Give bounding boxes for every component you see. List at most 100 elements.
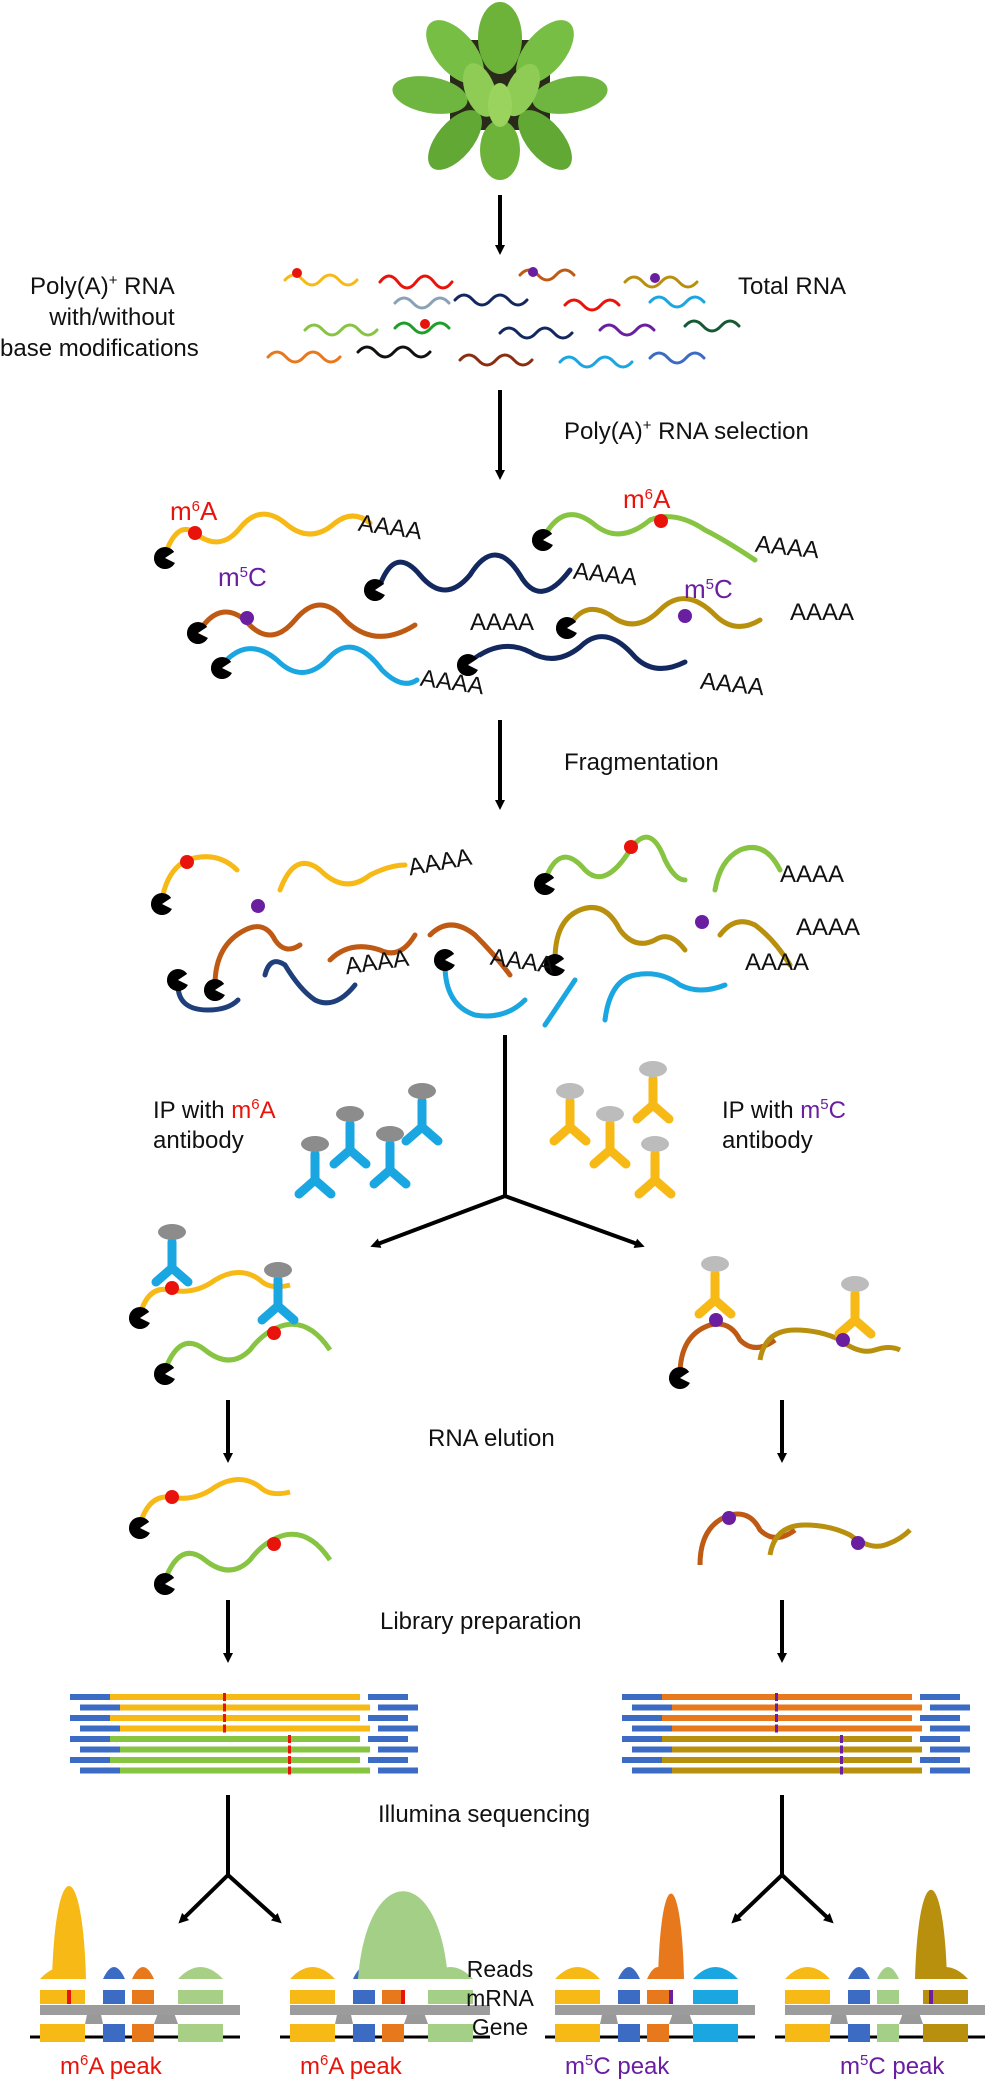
modification-mark [929, 1990, 933, 2004]
modification-mark [401, 1990, 405, 2004]
m6a-label-2: m6A [623, 484, 671, 514]
read-modification-mark [840, 1756, 843, 1764]
rna-fragments [159, 834, 793, 1028]
read-insert [120, 1704, 370, 1711]
gene-exon [848, 2024, 870, 2042]
mrna-exon [40, 1990, 85, 2004]
base-modifications-label: base modifications [0, 335, 199, 362]
mrna-exon [428, 1990, 473, 2004]
read-coverage [178, 1967, 223, 1979]
mrna-exon [290, 1990, 335, 2004]
eluted-m6a [129, 1477, 333, 1595]
polya-rna-label: Poly(A)+ RNA [30, 272, 175, 300]
read-insert [110, 1694, 360, 1700]
gene-exon [923, 2024, 968, 2042]
read-coverage [290, 1967, 335, 1979]
ip-m5c-antibody-label: antibody [722, 1127, 813, 1154]
m5c-antibodies [554, 1061, 671, 1194]
read-insert [110, 1715, 360, 1721]
mrna-exon [132, 1990, 154, 2004]
read-adapter [378, 1725, 418, 1732]
read-modification-mark [840, 1766, 843, 1775]
read-modification-mark [775, 1703, 778, 1712]
gene-exon [290, 2024, 335, 2042]
read-coverage [785, 1967, 830, 1979]
read-insert [662, 1694, 912, 1700]
m5c-mark-fragment [251, 899, 265, 913]
gene-exon [877, 2024, 899, 2042]
read-insert [672, 1704, 922, 1711]
read-adapter [920, 1694, 960, 1700]
read-adapter [622, 1736, 662, 1742]
read-adapter [70, 1757, 110, 1763]
read-adapter [378, 1746, 418, 1753]
read-adapter [930, 1767, 970, 1774]
read-modification-mark [288, 1735, 291, 1743]
ip-captured-m6a [129, 1224, 333, 1385]
read-adapter [632, 1746, 672, 1753]
m6a-mark-fragment-2 [624, 840, 638, 854]
read-adapter [930, 1704, 970, 1711]
m6a-mark-fragment [180, 855, 194, 869]
peak-panel-2 [280, 1891, 490, 2042]
read-modification-mark [775, 1724, 778, 1733]
m5c-mark-fragment-2 [695, 915, 709, 929]
read-modification-mark [223, 1714, 226, 1722]
gene-exon [785, 2024, 830, 2042]
mrna-band [785, 1979, 985, 1987]
read-insert [120, 1725, 370, 1732]
ip-m5c-label: IP with m5C [722, 1096, 846, 1124]
sequencing-split-left [178, 1795, 282, 1924]
enrichment-peak [915, 1889, 947, 1979]
read-modification-mark [223, 1724, 226, 1733]
gene-exon [353, 2024, 375, 2042]
read-adapter [632, 1767, 672, 1774]
read-insert [662, 1736, 912, 1742]
mrna-exon [693, 1990, 738, 2004]
read-adapter [368, 1715, 408, 1721]
polya-selection-label: Poly(A)+ RNA selection [564, 417, 809, 445]
read-adapter [378, 1704, 418, 1711]
read-coverage [618, 1967, 640, 1979]
read-adapter [70, 1736, 110, 1742]
gene-label: Gene [471, 2014, 529, 2040]
m6a-antibodies [299, 1083, 438, 1194]
read-insert [110, 1757, 360, 1763]
fragment-caps [151, 873, 567, 1001]
read-adapter [632, 1704, 672, 1711]
peak-panel-3 [545, 1893, 755, 2042]
enrichment-peak [358, 1891, 448, 1979]
read-insert [120, 1746, 370, 1753]
polya-tail: AAAA [745, 949, 810, 976]
read-modification-mark [288, 1745, 291, 1754]
mrna-exon [555, 1990, 600, 2004]
read-modification-mark [223, 1703, 226, 1712]
library-reads-m5c [622, 1693, 970, 1775]
read-adapter [622, 1694, 662, 1700]
gene-exon [647, 2024, 669, 2042]
mrna-band [290, 1979, 490, 1987]
with-without-label: with/without [49, 304, 175, 331]
m6a-mark-selected [188, 526, 202, 540]
mrna-exon [382, 1990, 404, 2004]
gene-exon [555, 2024, 600, 2042]
read-modification-mark [775, 1693, 778, 1701]
peak-panel-4 [775, 1889, 985, 2042]
mrna-exon [785, 1990, 830, 2004]
read-insert [662, 1757, 912, 1763]
gene-exon [693, 2024, 738, 2042]
rna-elution-label: RNA elution [428, 1425, 555, 1452]
read-modification-mark [223, 1693, 226, 1701]
ip-captured-m5c [669, 1256, 902, 1389]
m6a-peak-label-2: m6A peak [300, 2052, 402, 2080]
gene-exon [428, 2024, 473, 2042]
reads-label: Reads [466, 1956, 534, 1982]
mrna-exon [178, 1990, 223, 2004]
mrna-exon [103, 1990, 125, 2004]
mrna-exon [618, 1990, 640, 2004]
ip-m6a-label: IP with m6A [153, 1096, 276, 1124]
library-preparation-label: Library preparation [380, 1608, 582, 1635]
read-insert [110, 1736, 360, 1742]
read-adapter [368, 1694, 408, 1700]
